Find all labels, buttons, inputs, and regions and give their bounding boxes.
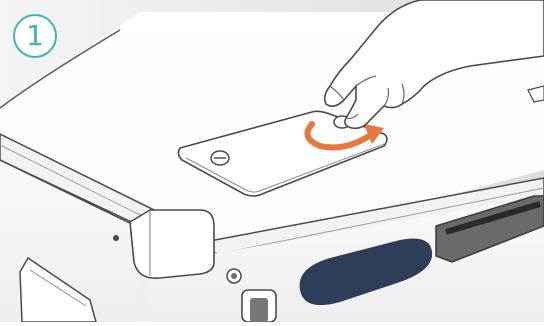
step-number: 1 (26, 22, 44, 50)
step-number-badge: 1 (13, 14, 57, 58)
device-corner (130, 210, 214, 278)
side-hole (113, 235, 119, 241)
